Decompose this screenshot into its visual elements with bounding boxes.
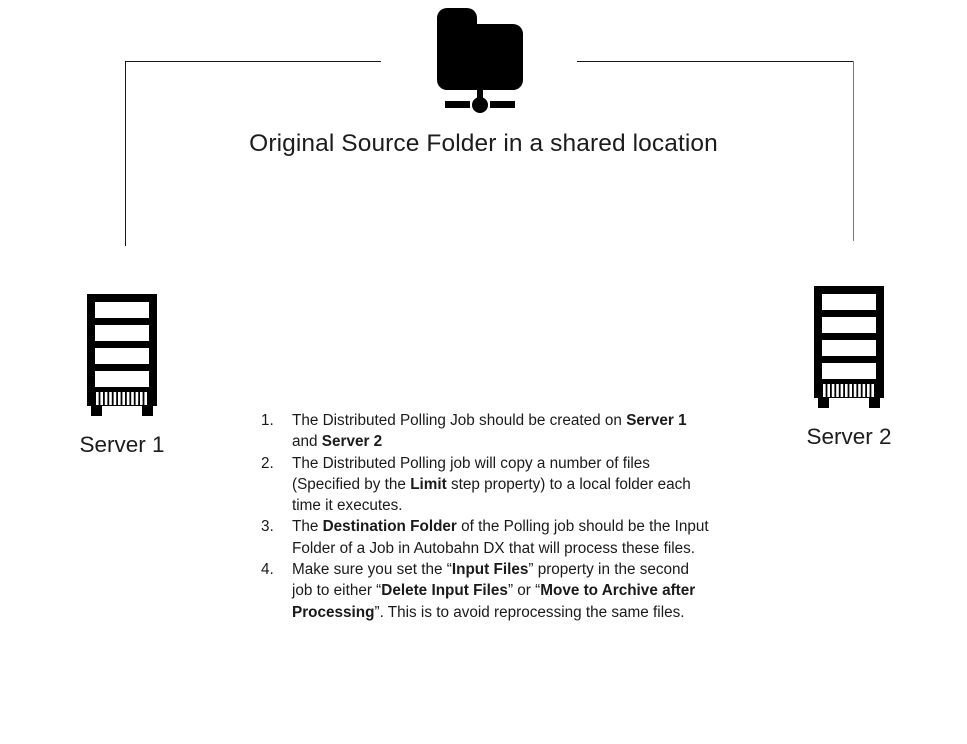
instruction-run: Make sure you set the “ [292, 561, 452, 579]
instruction-run: ”. This is to avoid reprocessing the sam… [374, 603, 685, 621]
instruction-item-marker: 3. [261, 518, 274, 536]
instruction-item: 3. The Destination Folder of the Polling … [261, 516, 713, 559]
instruction-emphasis: Delete Input Files [381, 582, 508, 600]
shared-network-folder-icon [433, 4, 528, 114]
instruction-run: of the Polling job should be the Input F… [292, 518, 709, 557]
node-server-2: Server 2 [774, 284, 924, 451]
bracket-top-right-segment [577, 61, 854, 62]
instruction-item-marker: 1. [261, 412, 274, 429]
bracket-right-vertical-segment [853, 61, 854, 241]
instruction-emphasis: Server 2 [321, 433, 383, 451]
node-server-1-label: Server 1 [79, 432, 165, 457]
instruction-run: and [292, 433, 322, 451]
instruction-item: 4. Make sure you set the “Input Files” p… [261, 559, 713, 623]
instruction-emphasis: Server 1 [626, 412, 687, 429]
instruction-item-text: The Destination Folder of the Polling jo… [292, 516, 713, 559]
page-title: Original Source Folder in a shared locat… [249, 130, 718, 157]
instruction-run: The [292, 518, 323, 536]
instruction-emphasis: Move to Archive after Processing [292, 582, 696, 621]
instruction-item: 1. The Distributed Polling Job should be … [261, 410, 713, 453]
instruction-item-marker: 4. [261, 561, 274, 579]
instruction-emphasis: Destination Folder [322, 518, 457, 536]
instruction-run: ” or “ [507, 582, 541, 600]
instruction-emphasis: Input Files [451, 561, 529, 579]
instruction-run: ” property in the second job to either “ [292, 561, 690, 600]
instruction-emphasis: Limit [410, 475, 447, 493]
server-rack-icon [774, 284, 924, 417]
instruction-list: 1. The Distributed Polling Job should be … [261, 410, 713, 623]
node-server-1: Server 1 [47, 292, 197, 459]
instruction-item-marker: 2. [261, 454, 274, 472]
server-rack-icon [47, 292, 197, 425]
instruction-ordered-list: 1. The Distributed Polling Job should be … [261, 410, 713, 623]
instruction-item-text: Make sure you set the “Input Files” prop… [292, 559, 713, 623]
instruction-run: The Distributed Polling Job should be cr… [292, 412, 627, 429]
instruction-item-text: The Distributed Polling Job should be cr… [292, 410, 713, 453]
bracket-top-left-segment [125, 61, 381, 62]
instruction-run: The Distributed Polling job will copy a … [292, 454, 650, 493]
instruction-item: 2. The Distributed Polling job will copy … [261, 453, 713, 517]
bracket-left-vertical-segment [125, 61, 126, 246]
instruction-run: step property) to a local folder each ti… [292, 475, 691, 515]
instruction-item-text: The Distributed Polling job will copy a … [292, 453, 713, 517]
node-server-2-label: Server 2 [806, 424, 892, 449]
